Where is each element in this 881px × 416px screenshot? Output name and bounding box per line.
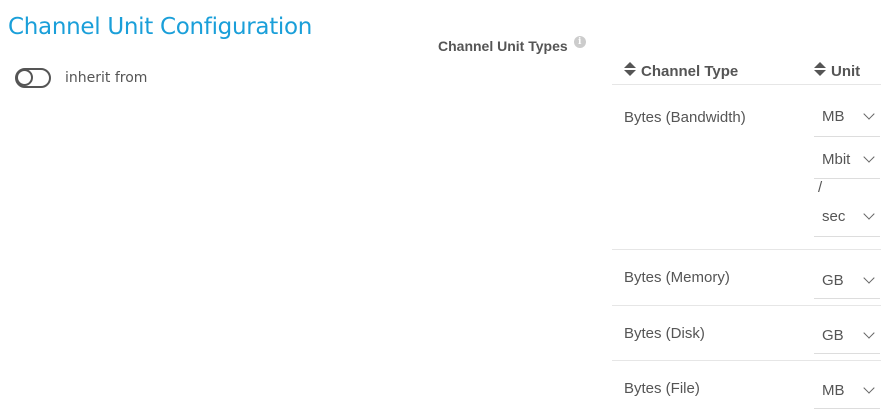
- unit-value: MB: [822, 382, 845, 400]
- unit-select[interactable]: MB: [814, 97, 880, 137]
- unit-value: GB: [822, 327, 844, 344]
- inherit-toggle-row: inherit from: [15, 68, 147, 88]
- inherit-toggle[interactable]: [15, 68, 51, 88]
- unit-cell: MB Mbit / sec: [814, 84, 881, 250]
- inherit-label: inherit from: [65, 70, 148, 86]
- column-header-unit[interactable]: Unit: [814, 48, 881, 85]
- unit-value: MB: [822, 108, 845, 125]
- unit-cell: MB: [814, 361, 881, 416]
- unit-value: Mbit: [822, 151, 851, 168]
- sort-icon[interactable]: [814, 62, 826, 77]
- chevron-down-icon: [863, 382, 875, 394]
- chevron-down-icon: [863, 151, 875, 163]
- unit-value: GB: [822, 271, 844, 289]
- chevron-down-icon: [863, 108, 875, 120]
- table-row: Bytes (Memory) GB: [612, 249, 881, 306]
- unit-cell: GB: [814, 305, 881, 361]
- chevron-down-icon: [863, 208, 875, 220]
- unit-select[interactable]: sec: [814, 197, 880, 237]
- toggle-knob: [16, 69, 33, 86]
- unit-separator: /: [818, 179, 823, 196]
- channel-unit-table: Channel Type Unit Bytes (Bandwidth) MB M…: [612, 48, 881, 416]
- column-label: Channel Type: [641, 63, 739, 80]
- table-row: Bytes (Disk) GB: [612, 305, 881, 361]
- channel-type-cell: Bytes (File): [624, 379, 700, 397]
- unit-value: sec: [822, 208, 846, 225]
- info-icon[interactable]: i: [573, 36, 586, 48]
- section-label-text: Channel Unit Types: [438, 38, 568, 54]
- page-title: Channel Unit Configuration: [8, 14, 313, 40]
- chevron-down-icon: [863, 271, 875, 284]
- table-row: Bytes (Bandwidth) MB Mbit / sec: [612, 84, 881, 250]
- chevron-down-icon: [863, 327, 875, 339]
- unit-select[interactable]: GB: [814, 318, 880, 354]
- unit-select[interactable]: MB: [814, 373, 880, 410]
- channel-type-cell: Bytes (Bandwidth): [612, 84, 814, 250]
- column-header-channel-type[interactable]: Channel Type: [612, 48, 814, 85]
- unit-cell: GB: [814, 249, 881, 306]
- sort-icon[interactable]: [624, 62, 636, 77]
- channel-type-cell: Bytes (Memory): [612, 249, 814, 306]
- unit-select[interactable]: GB: [814, 263, 880, 299]
- table-row: Bytes (File) MB: [612, 361, 881, 416]
- unit-select[interactable]: Mbit: [814, 141, 880, 179]
- channel-type-cell: Bytes (Disk): [612, 305, 814, 361]
- channel-unit-types-label: Channel Unit Types i: [438, 36, 586, 54]
- column-label: Unit: [831, 63, 861, 80]
